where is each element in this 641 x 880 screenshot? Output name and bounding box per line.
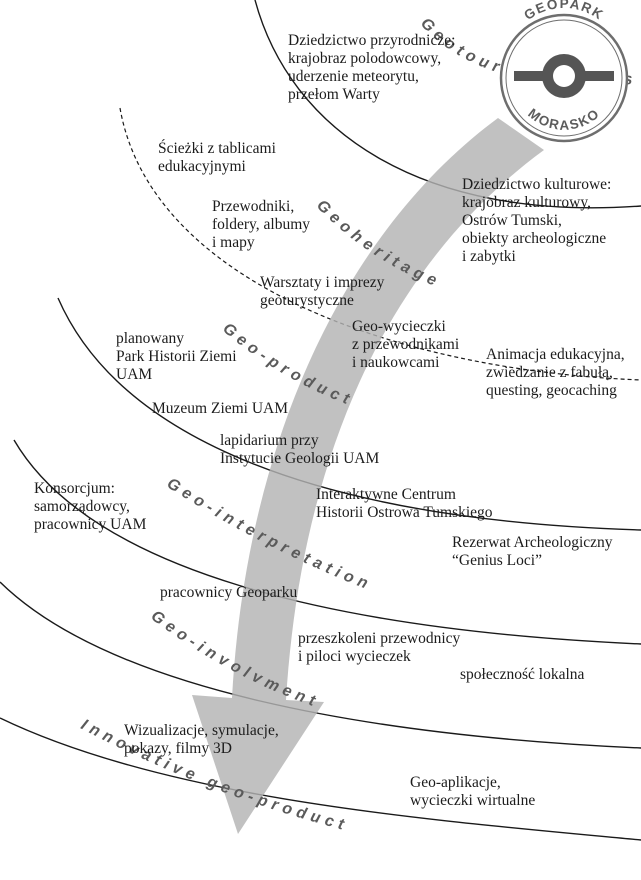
band-line-4 bbox=[13, 439, 641, 645]
logo-center bbox=[553, 65, 575, 87]
node-educational-trails: Ścieżki z tablicami edukacyjnymi bbox=[158, 140, 276, 175]
node-local-community: społeczność lokalna bbox=[460, 666, 585, 683]
geopark-morasko-logo: GEOPARK MORASKO bbox=[499, 0, 629, 143]
node-workshops: Warsztaty i imprezy geoturystyczne bbox=[260, 274, 385, 309]
band-line-3 bbox=[57, 297, 641, 531]
node-earth-museum: Muzeum Ziemi UAM bbox=[152, 400, 289, 417]
node-geo-apps: Geo-aplikacje, wycieczki wirtualne bbox=[410, 774, 536, 809]
node-natural-heritage: Dziedzictwo przyrodnicze: krajobraz polo… bbox=[288, 32, 456, 103]
band-line-1 bbox=[254, 0, 641, 209]
node-lapidarium: lapidarium przy Instytucie Geologii UAM bbox=[220, 432, 380, 467]
node-geopark-staff: pracownicy Geoparku bbox=[160, 584, 298, 601]
band-line-2-dashed bbox=[119, 107, 641, 381]
node-cultural-heritage: Dziedzictwo kulturowe: krajobraz kulturo… bbox=[462, 176, 612, 265]
node-visualizations: Wizualizacje, symulacje, pokazy, filmy 3… bbox=[124, 722, 279, 757]
process-arrow bbox=[192, 118, 544, 834]
node-reserve: Rezerwat Archeologiczny “Genius Loci” bbox=[452, 534, 613, 569]
node-trained-guides: przeszkoleni przewodnicy i piloci wyciec… bbox=[298, 630, 461, 665]
node-interactive-centre: Interaktywne Centrum Historii Ostrowa Tu… bbox=[316, 486, 493, 521]
band-line-6 bbox=[0, 717, 641, 841]
node-guidebooks: Przewodniki, foldery, albumy i mapy bbox=[212, 198, 310, 251]
node-consortium: Konsorcjum: samorządowcy, pracownicy UAM bbox=[34, 480, 147, 533]
node-geo-trips: Geo-wycieczki z przewodnikami i naukowca… bbox=[352, 318, 460, 371]
node-planned-park: planowany Park Historii Ziemi UAM bbox=[116, 330, 237, 383]
node-edu-animation: Animacja edukacyjna, zwiedzanie z fabułą… bbox=[486, 346, 625, 399]
